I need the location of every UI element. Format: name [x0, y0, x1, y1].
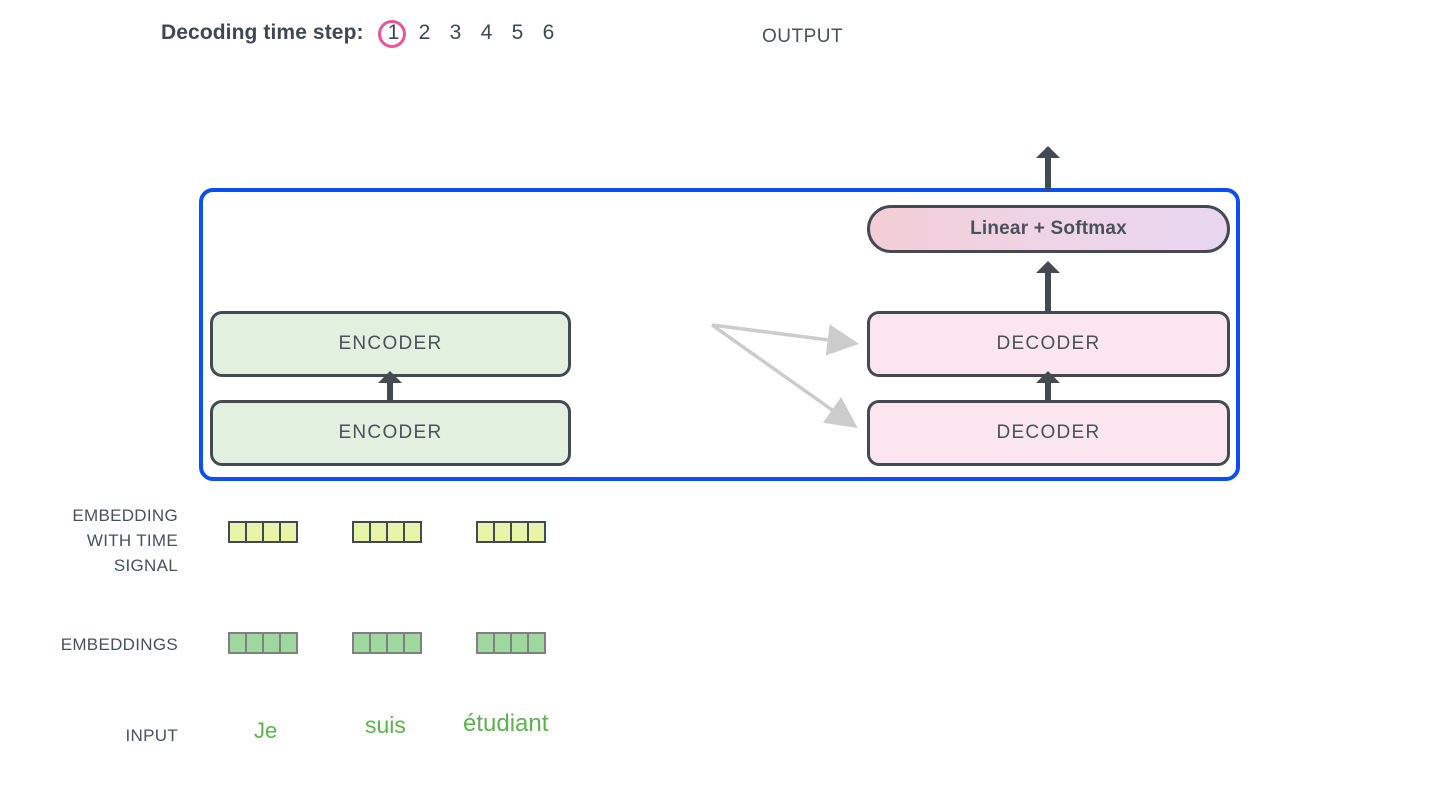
step-item-3[interactable]: 3: [449, 21, 462, 44]
vector-cell: [527, 521, 546, 543]
vector-cell: [279, 521, 298, 543]
linear-softmax-box: Linear + Softmax: [867, 205, 1230, 253]
step-item-6[interactable]: 6: [542, 21, 555, 44]
decoder-flow-arrow-icon: [1036, 371, 1060, 401]
embedding-time-vector: [352, 521, 422, 543]
embedding-vector: [352, 632, 422, 654]
embeddings-label: EMBEDDINGS: [60, 635, 178, 654]
decoder-box-top: DECODER: [867, 311, 1230, 377]
embedding-label-line-2: WITH TIME: [86, 531, 178, 550]
step-item-5[interactable]: 5: [511, 21, 524, 44]
step-item-2[interactable]: 2: [418, 21, 431, 44]
embedding-time-vector: [476, 521, 546, 543]
embedding-vector: [228, 632, 298, 654]
encoder-decoder-cross-arrows-icon: [710, 323, 859, 429]
encoder-box-bottom: ENCODER: [210, 400, 571, 466]
input-word: étudiant: [463, 710, 549, 737]
step-item-4[interactable]: 4: [480, 21, 493, 44]
vector-cell: [403, 632, 422, 654]
embedding-vector: [476, 632, 546, 654]
embedding-time-vector: [228, 521, 298, 543]
active-step-highlight-circle: [378, 20, 406, 48]
input-word: Je: [254, 718, 278, 743]
vector-cell: [403, 521, 422, 543]
decoding-time-step-label: Decoding time step:: [161, 21, 364, 44]
input-word: suis: [365, 712, 406, 738]
encoder-flow-arrow-icon: [378, 371, 402, 401]
embedding-label-line-3: SIGNAL: [113, 556, 178, 575]
vector-cell: [527, 632, 546, 654]
vector-cell: [279, 632, 298, 654]
embedding-label-line-1: EMBEDDING: [72, 506, 178, 525]
input-label: INPUT: [125, 726, 178, 745]
embedding-with-time-signal-label: EMBEDDING WITH TIME SIGNAL: [0, 503, 178, 578]
encoder-box-top: ENCODER: [210, 311, 571, 377]
decoder-to-linear-arrow-icon: [1036, 261, 1060, 311]
decoder-box-bottom: DECODER: [867, 400, 1230, 466]
output-label: OUTPUT: [762, 26, 844, 47]
output-arrow-icon: [1036, 146, 1060, 190]
